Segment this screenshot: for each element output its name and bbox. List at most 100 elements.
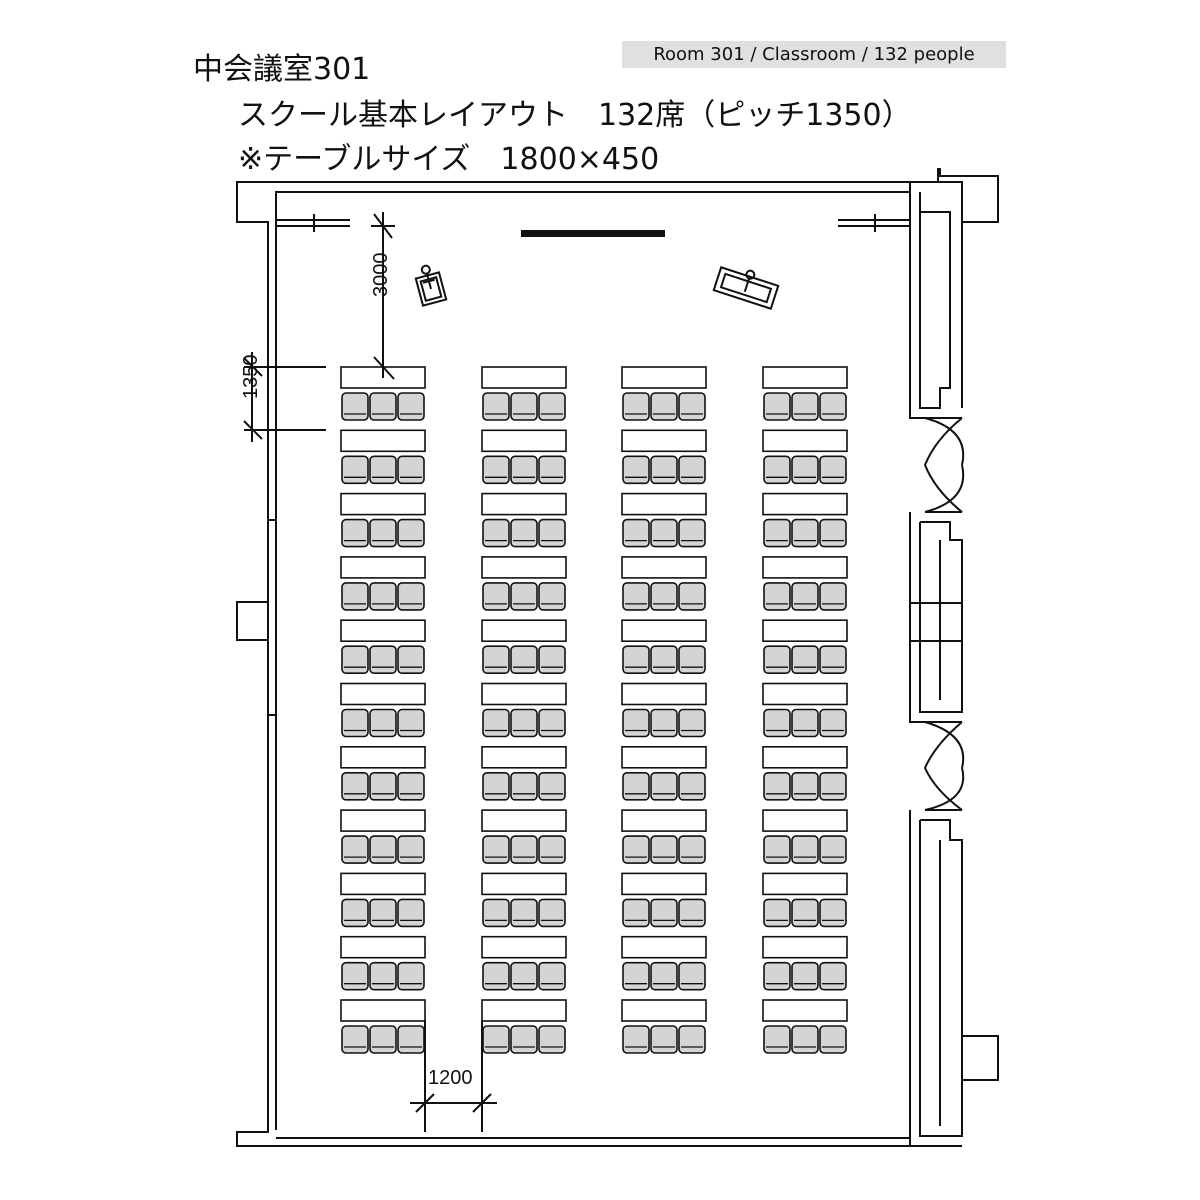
desk-table — [621, 556, 707, 579]
chair-seat — [510, 1025, 538, 1054]
chair-seat — [791, 455, 819, 485]
chair-seat — [369, 518, 397, 548]
desk-table — [481, 429, 567, 453]
door-2 — [923, 721, 965, 811]
chair-seat — [482, 645, 510, 675]
chair-seat — [341, 518, 369, 548]
desk-table — [621, 872, 707, 896]
chair-seat — [369, 392, 397, 421]
chair-seat — [819, 708, 847, 738]
dimension-front-distance: 3000 — [370, 212, 395, 380]
chair-seat — [819, 582, 847, 611]
chair-seat — [510, 392, 538, 421]
desk-table — [621, 999, 707, 1022]
chair-seat — [341, 708, 369, 738]
desk-table — [762, 556, 848, 579]
chair-seat — [510, 518, 538, 548]
chair-seat — [791, 771, 819, 801]
chair-seat — [397, 392, 425, 421]
chair-seat — [397, 518, 425, 548]
chair-seat — [763, 771, 791, 801]
chair-seat — [538, 835, 566, 864]
chair-seat — [819, 898, 847, 928]
chair-seat — [369, 835, 397, 864]
chair-seat — [538, 898, 566, 928]
chair-seat — [510, 455, 538, 485]
chair-seat — [763, 582, 791, 611]
chair-seat — [622, 1025, 650, 1054]
chair-seat — [369, 771, 397, 801]
desk-table — [762, 935, 848, 959]
chair-seat — [678, 708, 706, 738]
desk-table — [762, 492, 848, 516]
desk-table — [481, 745, 567, 769]
desk-table — [340, 935, 426, 959]
chair-seat — [791, 645, 819, 675]
chair-seat — [397, 645, 425, 675]
door-1 — [923, 417, 965, 513]
chair-seat — [538, 645, 566, 675]
chair-seat — [341, 455, 369, 485]
chair-seat — [763, 708, 791, 738]
chair-seat — [622, 708, 650, 738]
chair-seat — [510, 645, 538, 675]
desk-table — [621, 745, 707, 769]
desk-table — [481, 682, 567, 706]
chair-seat — [819, 771, 847, 801]
chair-seat — [397, 961, 425, 991]
desk-table — [762, 872, 848, 896]
desk-table — [621, 429, 707, 453]
chair-seat — [763, 961, 791, 991]
chair-seat — [369, 582, 397, 611]
chair-seat — [650, 771, 678, 801]
chair-seat — [510, 582, 538, 611]
chair-seat — [763, 455, 791, 485]
desk-table — [762, 366, 848, 389]
chair-seat — [510, 835, 538, 864]
chair-seat — [510, 708, 538, 738]
chair-seat — [791, 898, 819, 928]
chair-seat — [397, 708, 425, 738]
desk-table — [621, 619, 707, 643]
chair-seat — [369, 1025, 397, 1054]
chair-seat — [650, 392, 678, 421]
chair-seat — [650, 455, 678, 485]
chair-seat — [482, 961, 510, 991]
chair-seat — [397, 835, 425, 864]
chair-seat — [678, 455, 706, 485]
chair-seat — [622, 771, 650, 801]
chair-seat — [369, 455, 397, 485]
chair-seat — [819, 392, 847, 421]
chair-seat — [650, 582, 678, 611]
chair-seat — [791, 582, 819, 611]
desk-table — [621, 366, 707, 389]
chair-seat — [791, 835, 819, 864]
chair-seat — [538, 582, 566, 611]
chair-seat — [341, 898, 369, 928]
chair-seat — [622, 518, 650, 548]
chair-seat — [482, 771, 510, 801]
chair-seat — [791, 1025, 819, 1054]
desk-table — [621, 809, 707, 832]
desk-table — [340, 619, 426, 643]
chair-seat — [819, 961, 847, 991]
chair-seat — [341, 1025, 369, 1054]
desk-table — [762, 999, 848, 1022]
chair-seat — [341, 835, 369, 864]
chair-seat — [791, 518, 819, 548]
desk-table — [340, 682, 426, 706]
chair-seat — [622, 835, 650, 864]
desk-table — [340, 556, 426, 579]
chair-seat — [650, 518, 678, 548]
chair-seat — [341, 392, 369, 421]
desk-table — [621, 492, 707, 516]
chair-seat — [341, 582, 369, 611]
row-pitch-label: 1350 — [240, 355, 262, 400]
chair-seat — [650, 835, 678, 864]
projection-screen — [521, 230, 665, 237]
desk-table — [621, 935, 707, 959]
chair-seat — [397, 1025, 425, 1054]
desk-table — [340, 872, 426, 896]
chair-seat — [397, 898, 425, 928]
